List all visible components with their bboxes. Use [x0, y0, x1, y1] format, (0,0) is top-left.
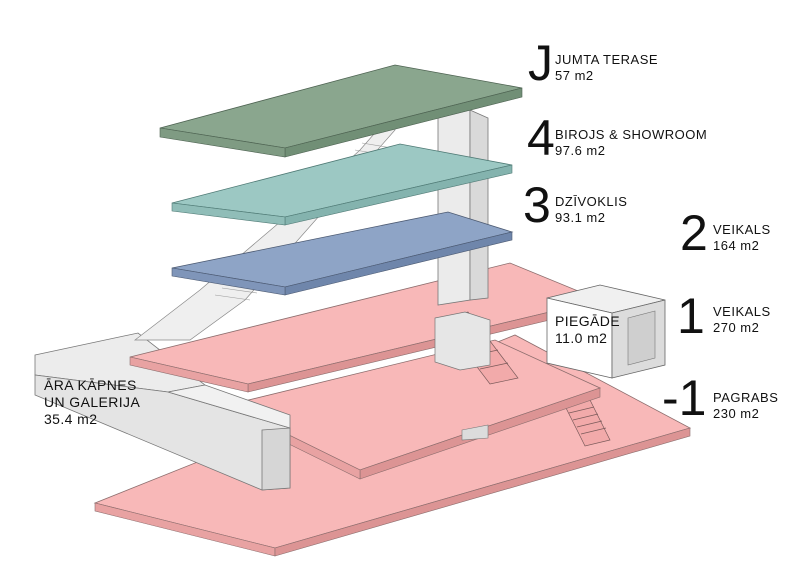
delivery-area: 11.0 m2	[555, 330, 607, 346]
floor-label-minus1: -1 PAGRABS 230 m2	[662, 370, 778, 426]
floor-area: 93.1 m2	[555, 210, 605, 225]
floor-name: VEIKALS	[713, 222, 771, 237]
floor-number: 2	[680, 205, 708, 261]
floor-number: 4	[527, 110, 555, 166]
outdoor-stair-gallery	[34, 109, 396, 491]
delivery-label: PIEGĀDE 11.0 m2	[555, 313, 620, 346]
floor-area: 230 m2	[713, 406, 759, 421]
floor-label-2: 2 VEIKALS 164 m2	[680, 205, 771, 261]
floor-number: J	[528, 35, 553, 91]
floor-number: 1	[677, 288, 705, 344]
floor-area: 164 m2	[713, 238, 759, 253]
floor-name: DZĪVOKLIS	[555, 194, 627, 209]
gallery-name-line2: UN GALERIJA	[44, 394, 140, 410]
floor-label-4: 4 BIROJS & SHOWROOM 97.6 m2	[527, 110, 707, 166]
roof-terrace-slab	[159, 64, 523, 158]
floor-area: 57 m2	[555, 68, 594, 83]
floor-3-slab	[171, 211, 514, 296]
floor-label-1: 1 VEIKALS 270 m2	[677, 288, 771, 344]
floor-4-slab	[171, 143, 513, 226]
floor-number: 3	[523, 177, 551, 233]
floor-area: 97.6 m2	[555, 143, 605, 158]
delivery-name: PIEGĀDE	[555, 313, 620, 329]
gallery-label: ĀRA KĀPNES UN GALERIJA 35.4 m2	[44, 377, 140, 427]
delivery-box	[546, 284, 666, 379]
floor-label-3: 3 DZĪVOKLIS 93.1 m2	[523, 177, 627, 233]
basement-stair	[564, 399, 611, 447]
floor-number: -1	[662, 370, 706, 426]
floor-area: 270 m2	[713, 320, 759, 335]
floor-name: VEIKALS	[713, 304, 771, 319]
gallery-area: 35.4 m2	[44, 411, 97, 427]
floor-name: PAGRABS	[713, 390, 778, 405]
floor-name: JUMTA TERASE	[555, 52, 658, 67]
floor-label-J: J JUMTA TERASE 57 m2	[528, 35, 658, 91]
gallery-name-line1: ĀRA KĀPNES	[44, 377, 137, 393]
floor-name: BIROJS & SHOWROOM	[555, 127, 707, 142]
